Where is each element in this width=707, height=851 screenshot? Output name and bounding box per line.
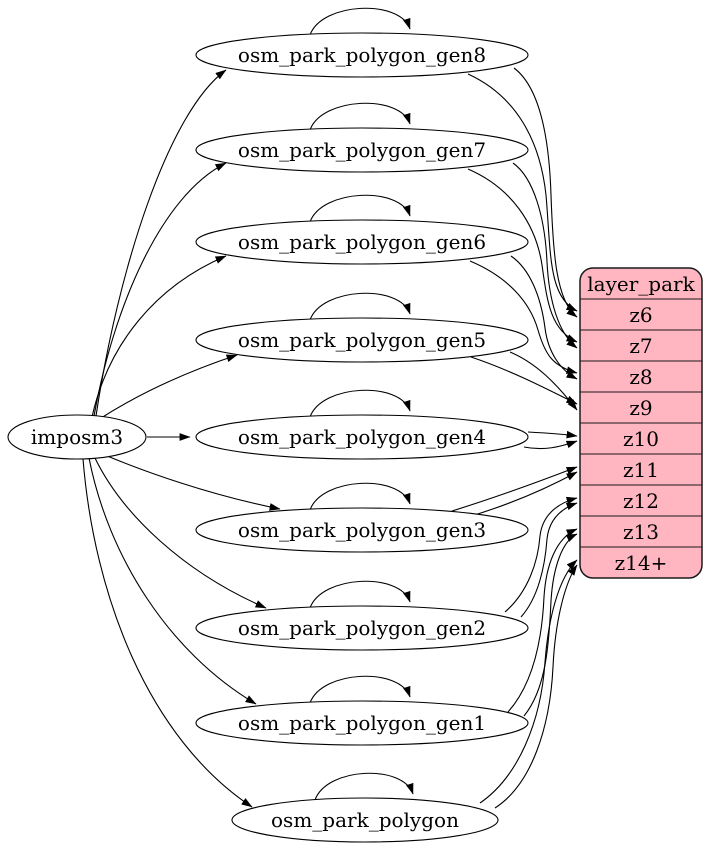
edge-imposm3-to-gen5: [97, 354, 238, 421]
edge-imposm3-to-gen2: [93, 455, 267, 609]
layer-row-z12: z12: [623, 489, 659, 513]
edge-gen1-to-z13-b: [523, 533, 578, 717]
edge-gen8-to-z6-b: [513, 67, 578, 318]
node-osm-park-polygon-gen6: osm_park_polygon_gen6: [195, 219, 529, 265]
edge-imposm3-to-gen1: [88, 457, 257, 705]
layer-row-z11: z11: [623, 458, 659, 482]
edge-gen2-to-z12-b: [520, 502, 578, 618]
edge-gen2-to-z12-a: [504, 496, 578, 613]
gen6-ellipse: [195, 219, 529, 265]
node-osm-park-polygon-gen7: osm_park_polygon_gen7: [195, 127, 529, 173]
gen1-ellipse: [195, 700, 529, 746]
layer-row-z6: z6: [629, 303, 652, 327]
gen3-label: osm_park_polygon_gen3: [238, 518, 486, 542]
layer-row-z7: z7: [629, 334, 652, 358]
edge-gen4-to-z10-b: [523, 440, 578, 450]
gen4-ellipse: [195, 414, 529, 460]
node-osm-park-polygon: osm_park_polygon: [231, 797, 499, 843]
edge-gen7-to-z7-b: [512, 162, 578, 349]
node-osm-park-polygon-gen5: osm_park_polygon_gen5: [195, 317, 529, 363]
self-loop-gen5: [309, 292, 411, 321]
edge-gen3-to-z11-a: [451, 466, 578, 512]
layer-row-z13: z13: [623, 520, 659, 544]
gen5-ellipse: [195, 317, 529, 363]
gen3-ellipse: [195, 507, 529, 553]
layer-row-z8: z8: [629, 365, 652, 389]
gen2-label: osm_park_polygon_gen2: [238, 616, 486, 640]
node-osm-park-polygon-gen4: osm_park_polygon_gen4: [195, 414, 529, 460]
edge-gen5-to-z9-a: [470, 356, 578, 405]
self-loop-gen6: [309, 194, 411, 223]
edge-imposm3-to-gen7: [93, 162, 227, 417]
gen2-ellipse: [195, 605, 529, 651]
node-osm-park-polygon-gen2: osm_park_polygon_gen2: [195, 605, 529, 651]
self-loop-gen2: [309, 580, 411, 609]
node-osm-park-polygon-gen3: osm_park_polygon_gen3: [195, 507, 529, 553]
self-loop-gen3: [309, 482, 411, 511]
polygon-label: osm_park_polygon: [271, 808, 459, 832]
polygon-ellipse: [231, 797, 499, 843]
edge-gen3-to-z11-b: [467, 471, 578, 518]
gen5-label: osm_park_polygon_gen5: [238, 328, 486, 352]
self-loop-gen8: [309, 7, 411, 36]
nodes: imposm3 osm_park_polygon_gen8 osm_park_p…: [7, 32, 529, 843]
edge-gen7-to-z7-a: [467, 168, 578, 343]
edge-imposm3-to-polygon: [82, 458, 253, 808]
self-loop-gen7: [309, 102, 411, 131]
edge-imposm3-to-gen3: [99, 452, 281, 511]
edge-imposm3-to-gen8: [95, 69, 227, 417]
edge-gen8-to-z6-a: [467, 73, 578, 312]
gen7-label: osm_park_polygon_gen7: [238, 138, 486, 162]
edge-polygon-to-z14-b: [494, 564, 578, 809]
imposm3-label: imposm3: [31, 425, 123, 449]
edge-gen6-to-z8-a: [469, 260, 578, 374]
layer-row-z10: z10: [623, 427, 659, 451]
gen6-label: osm_park_polygon_gen6: [238, 230, 486, 254]
layer-park-node: layer_park z6 z7 z8 z9 z10 z11 z12 z13 z…: [579, 267, 703, 579]
edges-from-imposm3: [82, 69, 281, 808]
gen1-label: osm_park_polygon_gen1: [238, 711, 486, 735]
edge-gen5-to-z9-b: [509, 351, 578, 411]
edge-imposm3-to-gen6: [91, 255, 227, 418]
layer-title: layer_park: [587, 272, 695, 296]
self-loop-gen4: [309, 389, 411, 418]
edge-gen6-to-z8-b: [510, 255, 578, 380]
self-loop-gen1: [309, 675, 411, 704]
edge-gen4-to-z10-a: [527, 430, 578, 439]
node-osm-park-polygon-gen1: osm_park_polygon_gen1: [195, 700, 529, 746]
self-loop-edges: [309, 7, 414, 801]
layer-row-z9: z9: [629, 396, 652, 420]
imposm3-ellipse: [7, 414, 147, 460]
node-imposm3: imposm3: [7, 414, 147, 460]
edges-to-layer: [451, 67, 578, 809]
gen8-ellipse: [195, 32, 529, 78]
node-osm-park-polygon-gen8: osm_park_polygon_gen8: [195, 32, 529, 78]
edge-gen1-to-z13-a: [507, 528, 578, 713]
gen4-label: osm_park_polygon_gen4: [238, 425, 486, 449]
gen8-label: osm_park_polygon_gen8: [238, 43, 486, 67]
self-loop-polygon: [314, 772, 414, 801]
layer-row-z14: z14+: [615, 551, 668, 575]
edge-polygon-to-z14-a: [479, 559, 578, 804]
gen7-ellipse: [195, 127, 529, 173]
